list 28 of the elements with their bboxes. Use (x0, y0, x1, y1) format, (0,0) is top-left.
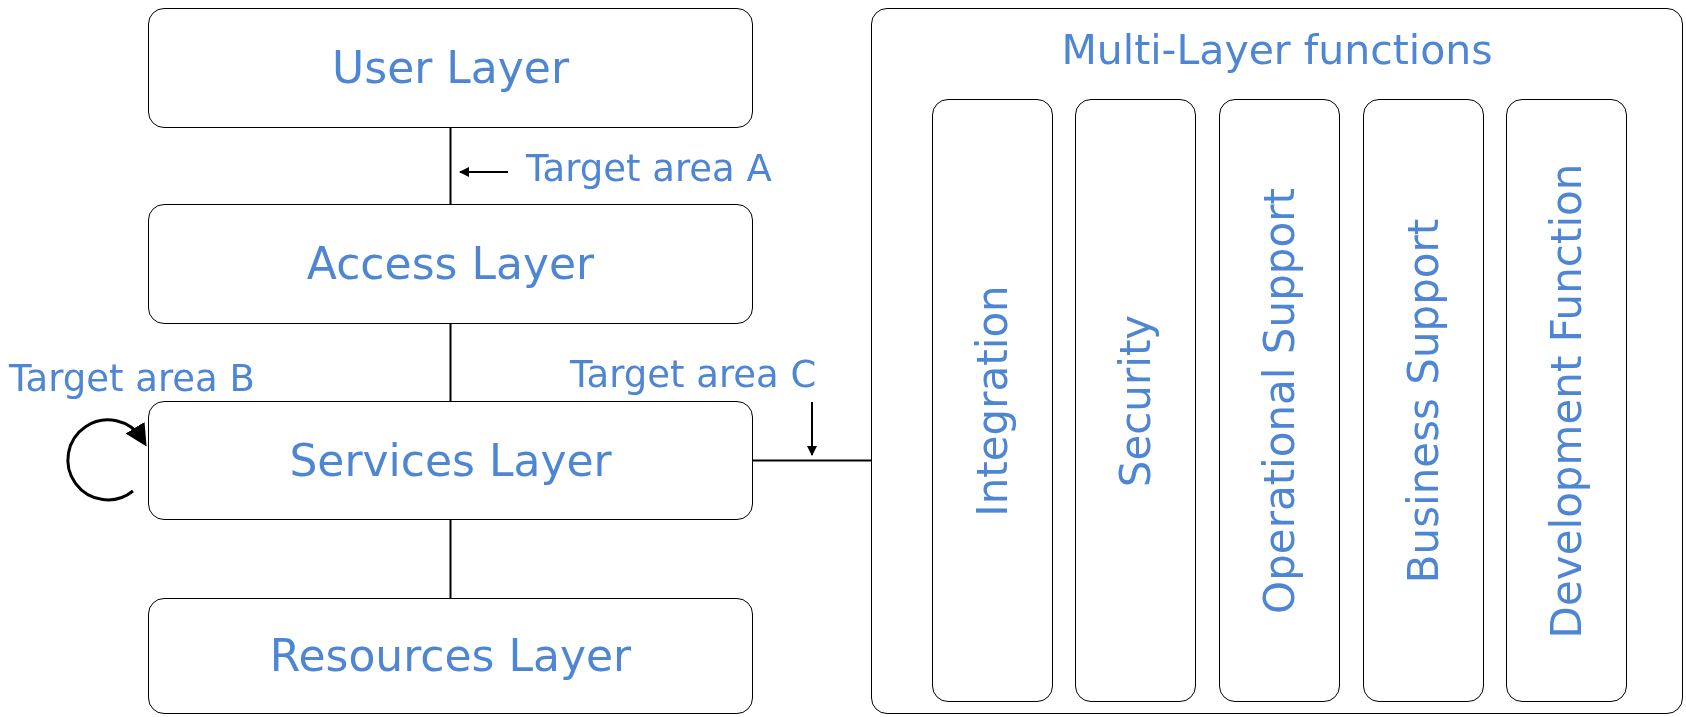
layer-box (148, 598, 753, 714)
layer-label: User Layer (332, 42, 569, 94)
group-panel (871, 8, 1683, 714)
function-label: Operational Support (1255, 187, 1304, 614)
target-label: Target area B (9, 358, 255, 401)
function-label: Integration (968, 284, 1017, 517)
layer-box (148, 401, 753, 520)
connector-line (449, 519, 452, 599)
connector-line (752, 459, 872, 462)
layer-box (148, 8, 753, 128)
function-label: Security (1111, 314, 1160, 487)
function-column (1219, 99, 1340, 702)
function-column (932, 99, 1053, 702)
connector-line (449, 127, 452, 205)
function-column (1363, 99, 1484, 702)
target-label: Target area C (570, 354, 817, 397)
function-column (1506, 99, 1627, 702)
connector-line (449, 323, 452, 402)
layer-label: Services Layer (289, 435, 612, 486)
target-label: Target area A (526, 148, 772, 191)
loop-arrow (66, 418, 148, 502)
panel-title: Multi-Layer functions (1061, 27, 1493, 75)
layer-label: Resources Layer (269, 630, 632, 682)
function-column (1075, 99, 1196, 702)
layer-label: Access Layer (306, 238, 595, 290)
function-label: Business Support (1399, 218, 1448, 583)
function-label: Development Function (1542, 163, 1591, 638)
layer-box (148, 204, 753, 324)
